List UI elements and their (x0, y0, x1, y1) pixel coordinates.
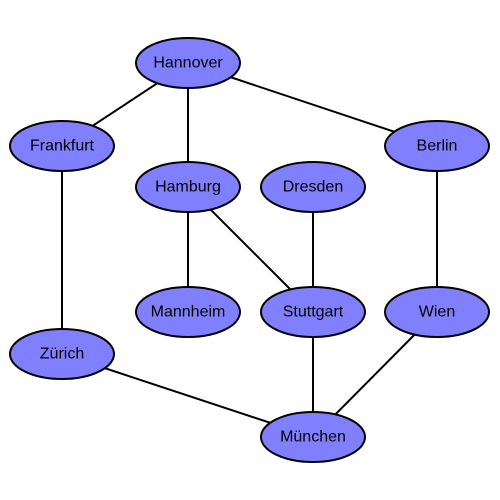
node-label-mannheim: Mannheim (151, 304, 226, 321)
node-label-frankfurt: Frankfurt (30, 138, 95, 155)
node-label-dresden: Dresden (283, 179, 343, 196)
edges-layer (61, 62, 438, 438)
node-label-munchen: München (280, 429, 346, 446)
node-label-wien: Wien (419, 304, 455, 321)
node-berlin: Berlin (384, 120, 490, 172)
node-stuttgart: Stuttgart (260, 286, 366, 338)
node-hamburg: Hamburg (135, 161, 241, 213)
node-label-hannover: Hannover (153, 55, 223, 72)
node-zurich: Zürich (9, 328, 115, 380)
node-frankfurt: Frankfurt (9, 120, 115, 172)
node-hannover: Hannover (135, 37, 241, 89)
node-dresden: Dresden (260, 161, 366, 213)
node-label-zurich: Zürich (40, 346, 84, 363)
node-shape-stuttgart (260, 286, 366, 338)
node-shape-wien (384, 286, 490, 338)
node-shape-zurich (9, 328, 115, 380)
node-shape-munchen (260, 411, 366, 463)
node-shape-dresden (260, 161, 366, 213)
node-mannheim: Mannheim (135, 286, 241, 338)
node-wien: Wien (384, 286, 490, 338)
node-label-berlin: Berlin (417, 138, 458, 155)
node-shape-mannheim (135, 286, 241, 338)
node-shape-hamburg (135, 161, 241, 213)
node-label-stuttgart: Stuttgart (283, 304, 344, 321)
node-shape-berlin (384, 120, 490, 172)
node-label-hamburg: Hamburg (155, 179, 221, 196)
node-shape-hannover (135, 37, 241, 89)
node-munchen: München (260, 411, 366, 463)
node-shape-frankfurt (9, 120, 115, 172)
